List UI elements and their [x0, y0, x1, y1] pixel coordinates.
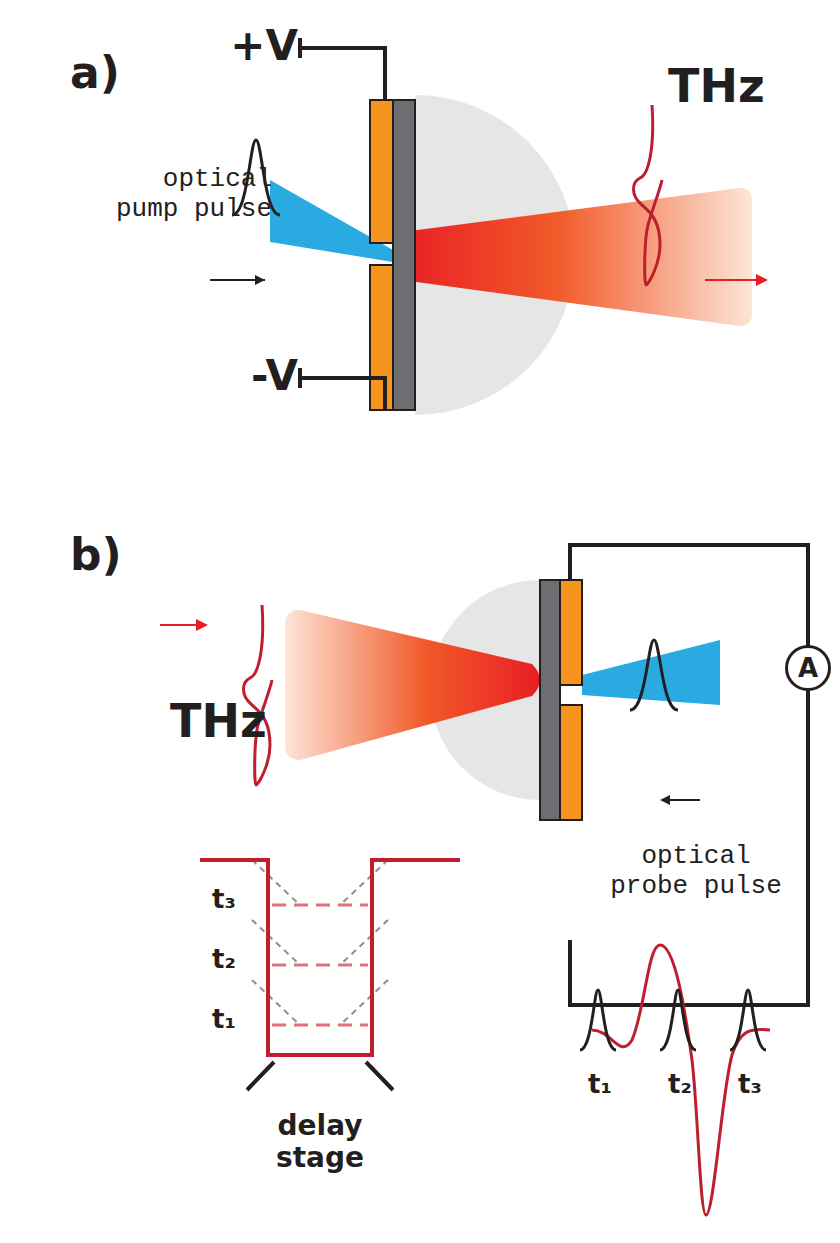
panel-label: b): [70, 530, 150, 581]
beam-label: optical pump pulse: [100, 165, 272, 225]
time-label: t₁: [588, 1070, 628, 1100]
time-label: t₃: [738, 1070, 778, 1100]
stage-label: delay stage: [250, 1110, 390, 1174]
ammeter-symbol: A: [785, 645, 831, 691]
time-label: t₂: [668, 1070, 708, 1100]
voltage-label: +V: [222, 22, 298, 70]
voltage-label: -V: [230, 352, 298, 400]
signal-label: THz: [170, 695, 270, 748]
time-label: t₂: [212, 945, 252, 975]
panel-label: a): [70, 48, 150, 99]
time-label: t₁: [212, 1005, 252, 1035]
time-label: t₃: [212, 885, 252, 915]
signal-label: THz: [668, 60, 778, 113]
meter-letter: A: [798, 655, 818, 681]
beam-label: optical probe pulse: [598, 842, 794, 902]
